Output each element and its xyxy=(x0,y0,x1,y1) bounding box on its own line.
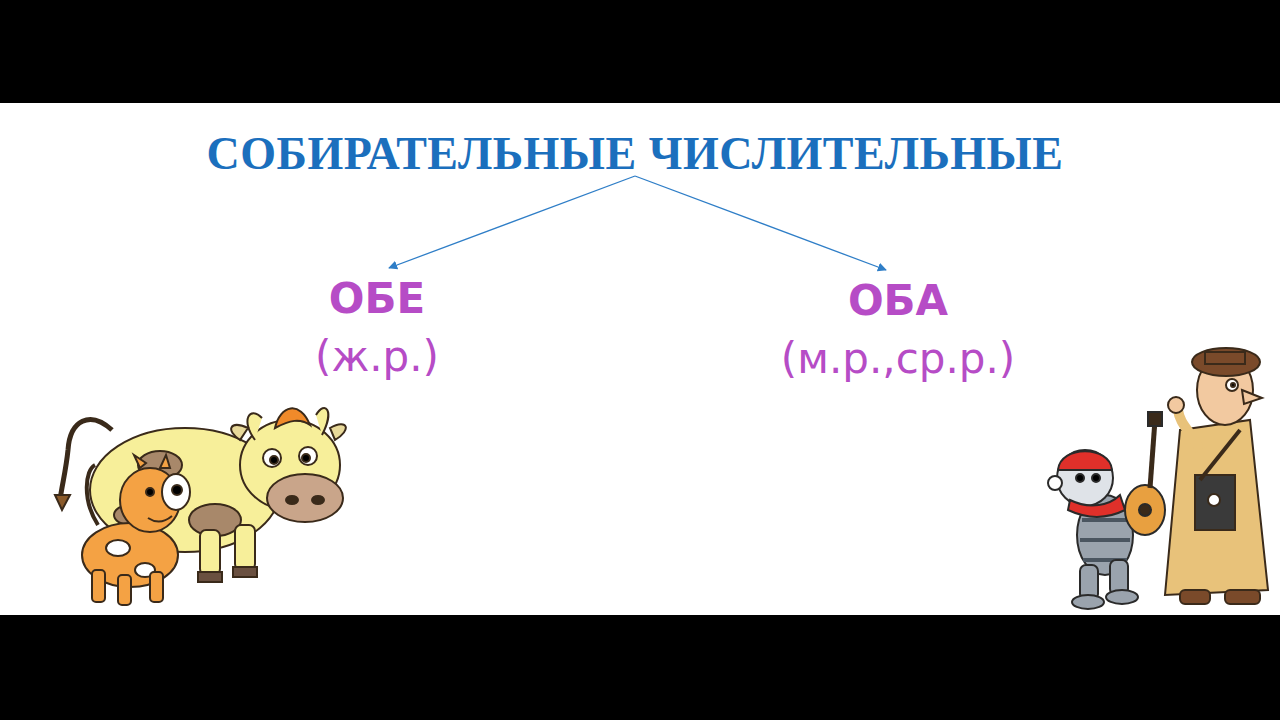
node-heading: ОБЕ xyxy=(315,270,439,328)
cat-illustration xyxy=(1048,412,1165,609)
node-note: (м.р.,ср.р.) xyxy=(781,330,1015,388)
node-heading: ОБА xyxy=(781,272,1015,330)
label-box: ОБЕ(ж.р.) xyxy=(315,270,439,386)
arrow-connector xyxy=(635,176,886,270)
node-heading: СОБИРАТЕЛЬНЫЕ ЧИСЛИТЕЛЬНЫЕ xyxy=(207,126,1064,182)
title-box: СОБИРАТЕЛЬНЫЕ ЧИСЛИТЕЛЬНЫЕ xyxy=(207,126,1064,182)
postman-illustration xyxy=(1165,348,1268,604)
node-note: (ж.р.) xyxy=(315,328,439,386)
label-box: ОБА(м.р.,ср.р.) xyxy=(781,272,1015,388)
top-bar xyxy=(0,0,1280,103)
arrow-connector xyxy=(389,176,635,268)
calf-illustration xyxy=(82,455,190,605)
bottom-bar xyxy=(0,615,1280,720)
